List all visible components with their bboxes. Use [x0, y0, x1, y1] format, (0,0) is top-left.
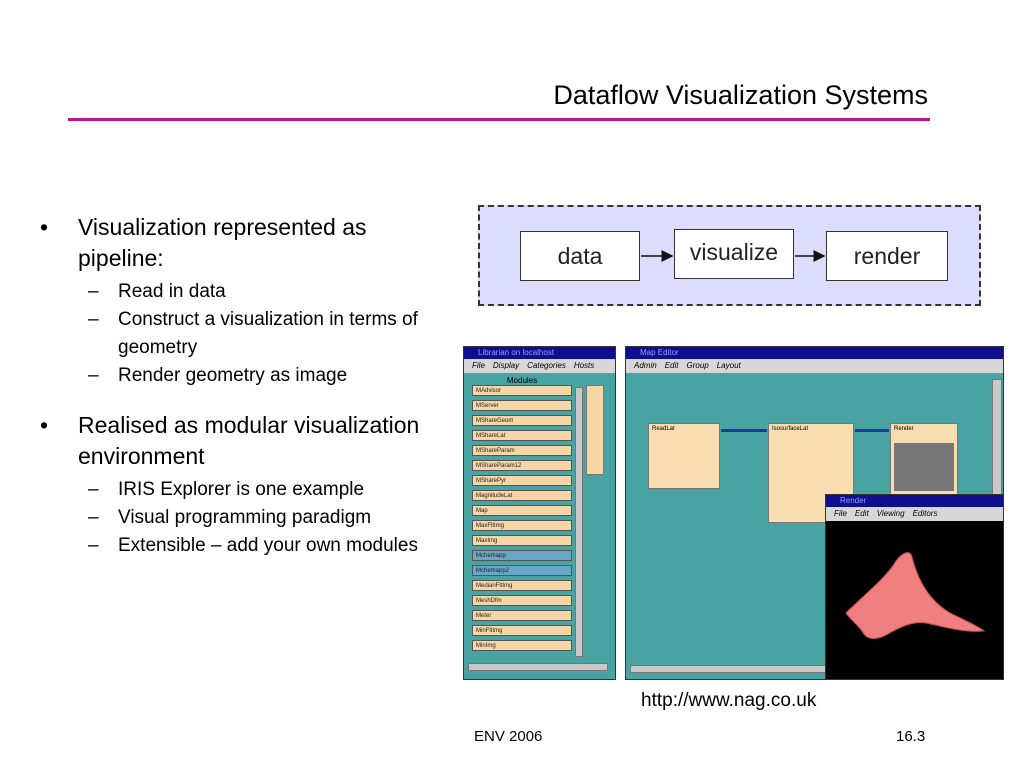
bullet-dot-icon: • — [40, 412, 49, 438]
sub-bullet: –Visual programming paradigm — [38, 504, 438, 532]
module-list-item: MeshDfm — [472, 595, 572, 606]
module-list-item: MServer — [472, 400, 572, 411]
window-titlebar: Map Editor — [626, 347, 1003, 359]
module-list-item: MagnitudeLat — [472, 490, 572, 501]
module-list-item: MaxFltImg — [472, 520, 572, 531]
module-list-item: MinImg — [472, 640, 572, 651]
render-thumbnail — [894, 443, 954, 491]
module-list-item: MShareLat — [472, 430, 572, 441]
modules-header: Modules — [506, 376, 538, 385]
module-list-item: MAdvisor — [472, 385, 572, 396]
sub-bullet: –Read in data — [38, 278, 438, 306]
dash-icon: – — [88, 507, 99, 528]
bullet-modular: • Realised as modular visualization envi… — [38, 410, 438, 560]
window-titlebar: Librarian on localhost — [464, 347, 615, 359]
dash-icon: – — [88, 309, 99, 330]
scrollbar — [468, 663, 608, 671]
isosurface-render-image — [845, 552, 986, 639]
sub-list: –IRIS Explorer is one example –Visual pr… — [78, 476, 438, 560]
dash-icon: – — [88, 365, 99, 386]
module-list-item: MShareParam — [472, 445, 572, 456]
pipeline-node-render: render — [826, 231, 948, 281]
module-list-item: MShareGeom — [472, 415, 572, 426]
module-list-item: MinFltImg — [472, 625, 572, 636]
category-column — [586, 385, 604, 475]
bullet-text: Realised as modular visualization enviro… — [78, 412, 420, 469]
module-list-item: MShareParam12 — [472, 460, 572, 471]
bullet-text: Visualization represented as pipeline: — [78, 214, 367, 271]
module-list-item: MedianFltImg — [472, 580, 572, 591]
bullet-pipeline: • Visualization represented as pipeline:… — [38, 212, 438, 390]
module-list-item: Mchemapp — [472, 550, 572, 561]
module-list-item: Map — [472, 505, 572, 516]
sub-bullet: –Render geometry as image — [38, 362, 438, 390]
dash-icon: – — [88, 479, 99, 500]
scrollbar — [575, 387, 583, 657]
dash-icon: – — [88, 281, 99, 302]
title-divider — [68, 118, 930, 121]
source-url: http://www.nag.co.uk — [641, 690, 817, 711]
page-number: 16.3 — [896, 728, 926, 745]
slide-title: Dataflow Visualization Systems — [553, 80, 928, 110]
module-list-item: MaxImg — [472, 535, 572, 546]
sub-bullet: –Extensible – add your own modules — [38, 532, 438, 560]
bullet-list: • Visualization represented as pipeline:… — [38, 212, 438, 560]
window-titlebar: Render — [826, 495, 1003, 507]
module-box: ReadLat — [648, 423, 720, 489]
footer-text: ENV 2006 — [474, 728, 543, 745]
pipeline-node-data: data — [520, 231, 640, 281]
module-list-item: Meter — [472, 610, 572, 621]
dash-icon: – — [88, 535, 99, 556]
sub-list: –Read in data –Construct a visualization… — [78, 278, 438, 390]
module-connection — [721, 429, 767, 432]
bullet-dot-icon: • — [40, 214, 49, 240]
module-list-item: Mchemapp2 — [472, 565, 572, 576]
module-connection — [855, 429, 889, 432]
sub-bullet: –Construct a visualization in terms of g… — [38, 306, 438, 362]
module-list-item: MSharePyr — [472, 475, 572, 486]
sub-bullet: –IRIS Explorer is one example — [38, 476, 438, 504]
pipeline-node-visualize: visualize — [674, 229, 794, 279]
